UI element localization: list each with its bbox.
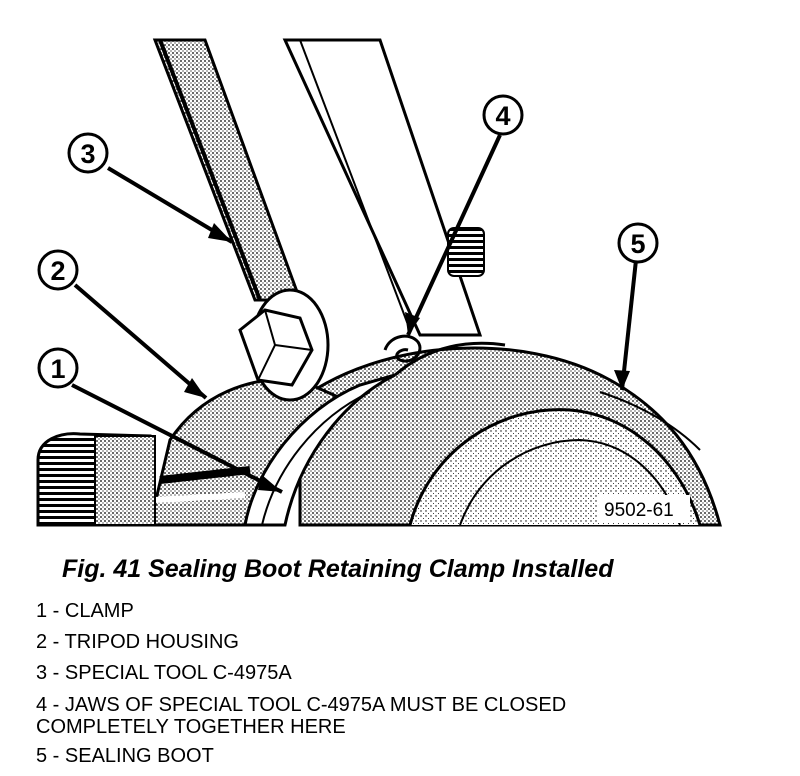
- leader-line-4: [406, 134, 502, 336]
- legend-item-text-line2: COMPLETELY TOGETHER HERE: [36, 716, 346, 738]
- callout-2-label: 2: [50, 256, 65, 286]
- legend-item-special-tool: 3 - SPECIAL TOOL C-4975A: [36, 662, 292, 684]
- legend-item-sealing-boot: 5 - SEALING BOOT: [36, 745, 214, 767]
- figure-code: 9502-61: [604, 500, 674, 521]
- callout-5: 5: [617, 222, 659, 264]
- legend-item-clamp: 1 - CLAMP: [36, 600, 134, 622]
- legend-item-text: 1 - CLAMP: [36, 600, 134, 622]
- callout-1: 1: [37, 347, 79, 389]
- legend-item-text: 3 - SPECIAL TOOL C-4975A: [36, 662, 292, 684]
- callout-3-label: 3: [80, 139, 95, 169]
- leader-line-2: [73, 283, 208, 400]
- legend-item-text: 2 - TRIPOD HOUSING: [36, 631, 239, 653]
- legend-item-jaws: 4 - JAWS OF SPECIAL TOOL C-4975A MUST BE…: [36, 694, 676, 738]
- callout-3: 3: [67, 132, 109, 174]
- callout-4-label: 4: [495, 101, 510, 131]
- leader-line-3: [106, 166, 234, 244]
- tool-jaws-shape: [383, 334, 422, 363]
- shaft-spline-shape: [36, 432, 156, 527]
- leader-line-5: [620, 259, 638, 391]
- hex-bolt-shape: [238, 288, 330, 402]
- legend-item-text: 5 - SEALING BOOT: [36, 745, 214, 767]
- figure-caption: Fig. 41 Sealing Boot Retaining Clamp Ins…: [62, 555, 614, 583]
- clamp-band-shape: [243, 341, 506, 527]
- technical-illustration: 1 2 3 4 5 9502-61: [36, 38, 722, 527]
- callout-1-label: 1: [50, 354, 65, 384]
- legend-item-tripod-housing: 2 - TRIPOD HOUSING: [36, 631, 239, 653]
- sealing-boot-shape: [298, 346, 722, 527]
- legend-item-text-line1: 4 - JAWS OF SPECIAL TOOL C-4975A MUST BE…: [36, 694, 567, 716]
- callout-4: 4: [482, 94, 524, 136]
- callout-5-label: 5: [630, 229, 645, 259]
- leader-line-1: [71, 383, 283, 494]
- callout-2: 2: [37, 249, 79, 291]
- special-tool-arm-shape: [282, 38, 485, 337]
